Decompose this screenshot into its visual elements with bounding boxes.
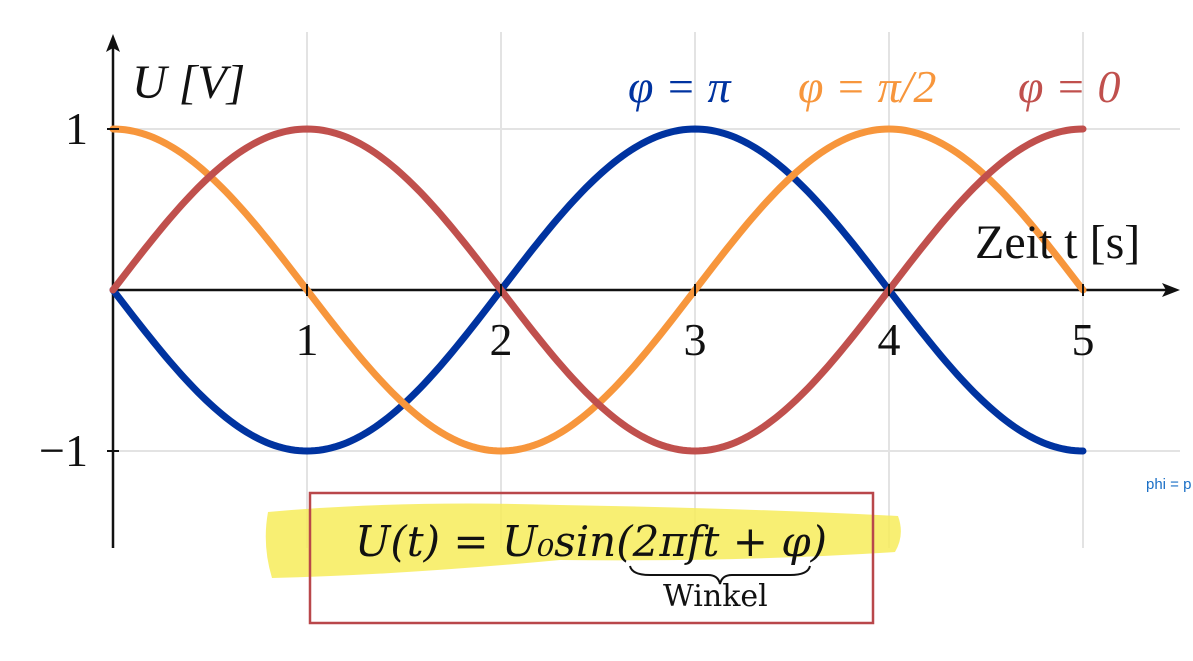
y-tick-label-1: −1: [39, 425, 88, 476]
y-axis-label: U [V]: [132, 56, 245, 109]
x-tick-label-2: 2: [490, 314, 513, 365]
legend-label-2: φ = 0: [1018, 61, 1121, 112]
formula-highlight: [265, 503, 901, 578]
x-tick-label-5: 5: [1072, 314, 1095, 365]
series-layer: [109, 125, 1087, 455]
x-tick-label-1: 1: [296, 314, 319, 365]
x-axis-arrowhead: [1162, 283, 1180, 297]
formula-frame: [308, 491, 875, 625]
series-line-2: [109, 125, 1087, 455]
formula-text: U(t) = U₀sin(2πft + φ): [355, 517, 827, 566]
y-tick-label-0: 1: [65, 103, 88, 154]
x-tick-label-4: 4: [878, 314, 901, 365]
winkel-brace: [629, 565, 811, 585]
x-tick-label-3: 3: [684, 314, 707, 365]
legend-label-0: φ = π: [628, 61, 732, 112]
y-axis-arrowhead: [106, 34, 120, 52]
legend: φ = π φ = π/2 φ = 0: [628, 61, 1121, 112]
tick-labels: 1 2 3 4 5 1 −1: [39, 103, 1094, 476]
series-line-0: [109, 125, 1087, 455]
formula-box: U(t) = U₀sin(2πft + φ) Winkel: [265, 491, 901, 625]
winkel-label: Winkel: [663, 579, 768, 614]
x-axis-label: Zeit t [s]: [975, 216, 1140, 269]
side-note: phi = p: [1146, 476, 1192, 493]
legend-label-1: φ = π/2: [798, 61, 936, 112]
